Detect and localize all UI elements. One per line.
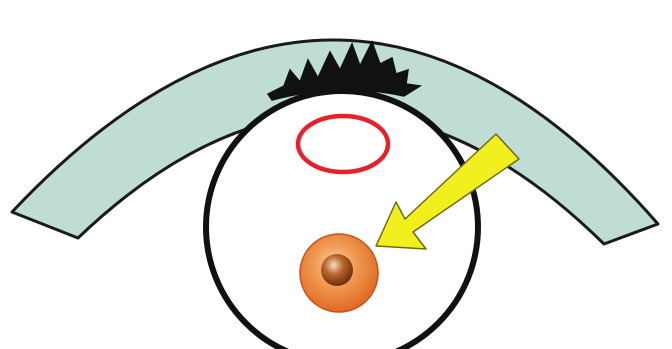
orange-nodule — [300, 234, 378, 312]
nodule-core — [321, 254, 353, 286]
